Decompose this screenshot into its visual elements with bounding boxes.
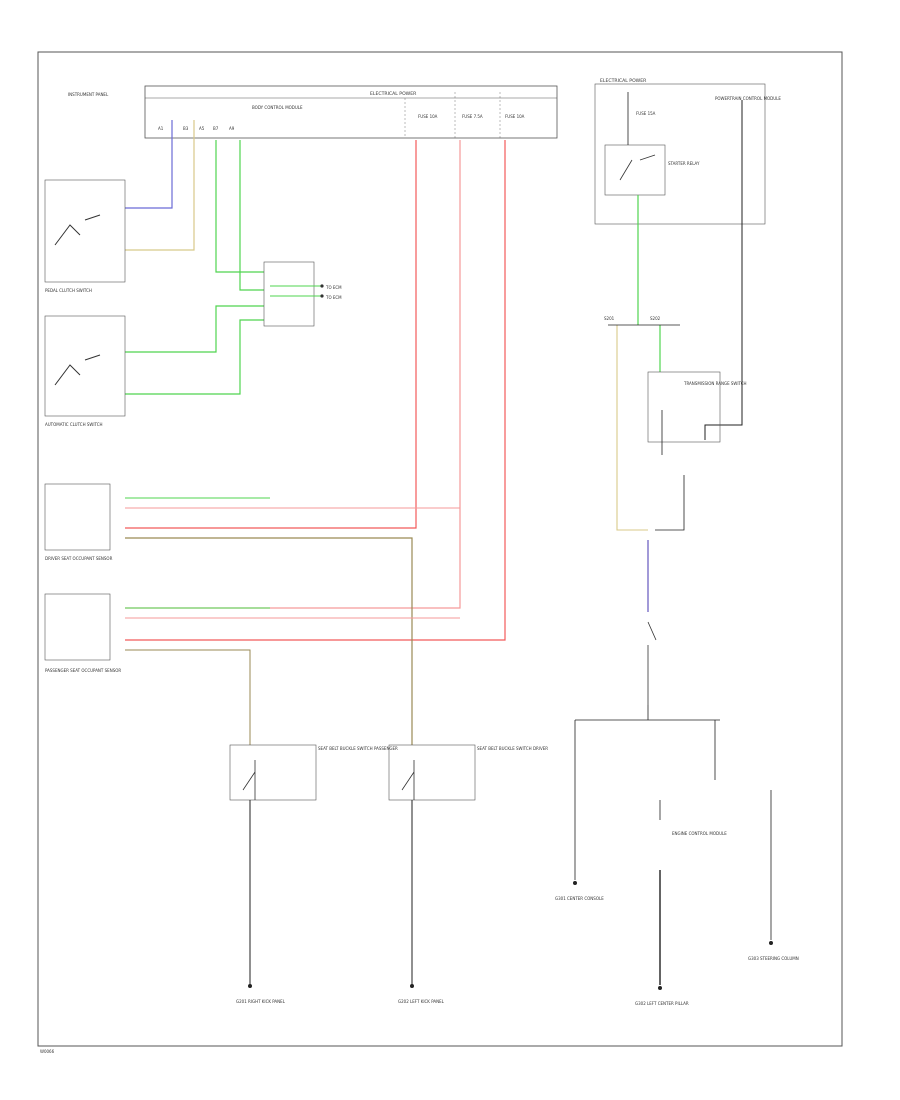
pin-label: B3 [183,126,189,131]
to-module-1-label: TO ECM [325,285,342,290]
right-fuse-label: FUSE 15A [636,111,656,116]
auto-switch-label: AUTOMATIC CLUTCH SWITCH [45,422,103,427]
switch-contact-icon [54,214,101,246]
pass-occ-label: PASSENGER SEAT OCCUPANT SENSOR [45,668,121,673]
control-module-box [144,85,558,139]
wire-black [655,475,685,531]
ground-right-2-label: G302 LEFT CENTER PILLAR [635,1001,689,1006]
wire-brown [125,537,413,745]
switch-contact-icon [401,760,415,800]
ground-icon [658,986,662,990]
wire-green [239,140,264,291]
driver-seat-label: SEAT BELT BUCKLE SWITCH DRIVER [477,746,548,751]
ground-icon [769,941,773,945]
splice-2-label: S202 [650,316,661,321]
diagram-frame [37,51,843,1047]
fuse-1-label: FUSE 10A [418,114,438,119]
range-switch-box [647,371,721,443]
relay-label: STARTER RELAY [668,161,700,166]
right-fuse-block-box [594,83,766,225]
connector-icon [320,294,324,298]
to-module-2-label: TO ECM [325,295,342,300]
pedal-switch-label: PEDAL CLUTCH SWITCH [45,288,92,293]
right-fuse-block-label: ELECTRICAL POWER [600,78,647,84]
ground-mid-label: G202 LEFT KICK PANEL [398,999,445,1004]
splice-1-label: S201 [604,316,615,321]
fuse-3-label: FUSE 10A [505,114,525,119]
ground-left-label: G201 RIGHT KICK PANEL [236,999,286,1004]
relay-box [604,144,666,196]
connector-icon [320,284,324,288]
ground-icon [573,881,577,885]
wire-green [125,305,264,353]
switch-contact-icon [619,154,656,181]
left-top-note: INSTRUMENT PANEL [68,92,109,97]
passenger-seat-sensor-box [44,593,111,661]
driver-seat-sensor-box [44,483,111,551]
wire-green [125,319,264,395]
wire-red [125,140,506,641]
top-fuse-block-label: ELECTRICAL POWER [370,91,417,97]
wire-tan [616,325,648,531]
control-module-label: BODY CONTROL MODULE [252,105,303,110]
switch-contact-icon [54,354,101,386]
wire-tan [125,120,195,251]
passenger-buckle-switch-box [229,744,317,801]
switch-contact-icon [242,760,256,800]
pin-label: A1 [158,126,164,131]
wire-red [125,140,417,529]
switch-contact-icon [647,621,657,705]
range-switch-label: TRANSMISSION RANGE SWITCH [683,381,747,386]
right-module-label: POWERTRAIN CONTROL MODULE [715,96,781,101]
pedal-switch-box [44,179,126,283]
driver-occ-label: DRIVER SEAT OCCUPANT SENSOR [45,556,113,561]
wire-blue [125,120,173,209]
fuse-2-label: FUSE 7.5A [462,114,483,119]
ground-icon [248,984,252,988]
footer-code: W0066 [40,1049,55,1054]
ground-right-1-label: G301 CENTER CONSOLE [555,896,604,901]
wire-black [704,100,743,440]
wire-brown [125,649,251,745]
ground-icon [410,984,414,988]
pin-label: B7 [213,126,219,131]
pin-label: A5 [199,126,205,131]
ground-right-3-label: G303 STEERING COLUMN [748,956,799,961]
pin-label: A9 [229,126,235,131]
wire-green [215,140,264,273]
driver-buckle-switch-box [388,744,476,801]
pass-seat-label: SEAT BELT BUCKLE SWITCH PASSENGER [318,746,398,751]
module-right-mid-label: ENGINE CONTROL MODULE [672,831,727,836]
auto-switch-box [44,315,126,417]
connector-box [263,261,315,327]
